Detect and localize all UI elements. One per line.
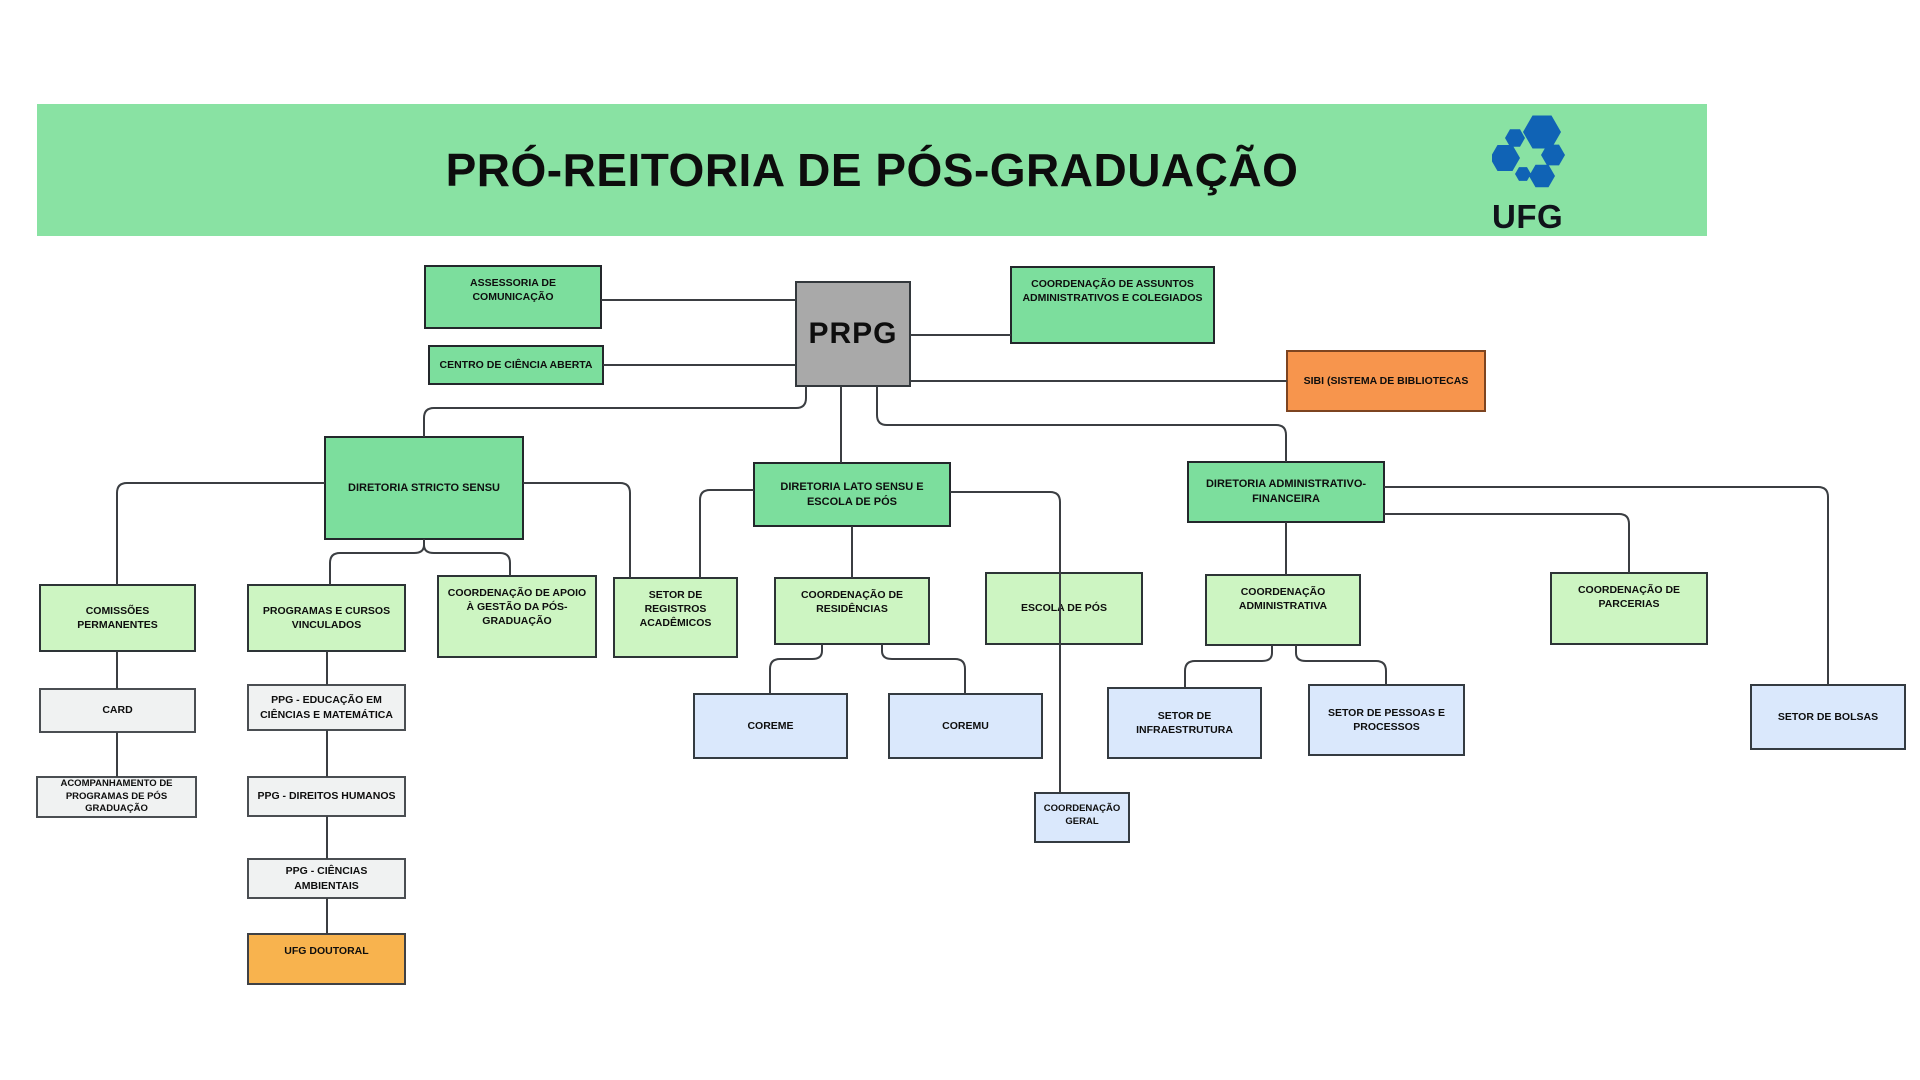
node-setor-de-infraestrutura: SETOR DE INFRAESTRUTURA	[1107, 687, 1262, 759]
node-label: DIRETORIA ADMINISTRATIVO-FINANCEIRA	[1205, 478, 1367, 505]
ufg-logo: UFG	[1492, 108, 1592, 238]
node-card: CARD	[39, 688, 196, 733]
node-setor-pessoas-e-processos: SETOR DE PESSOAS E PROCESSOS	[1308, 684, 1465, 756]
node-label: COORDENAÇÃO DE PARCERIAS	[1577, 584, 1681, 611]
node-label: SETOR DE BOLSAS	[1777, 710, 1879, 723]
connector	[699, 489, 754, 578]
node-coordenacao-de-parcerias: COORDENAÇÃO DE PARCERIAS	[1550, 572, 1708, 645]
node-label: ASSESSORIA DE COMUNICAÇÃO	[470, 277, 556, 304]
node-coordenacao-de-residencias: COORDENAÇÃO DE RESIDÊNCIAS	[774, 577, 930, 645]
hexagon-icon	[1529, 164, 1555, 188]
node-label: COORDENAÇÃO GERAL	[1043, 803, 1121, 827]
hexagon-icon	[1492, 145, 1520, 171]
node-label: PPG - CIÊNCIAS AMBIENTAIS	[285, 865, 368, 892]
ufg-logo-text: UFG	[1492, 198, 1564, 235]
hexagon-icon	[1541, 144, 1565, 166]
header-banner: PRÓ-REITORIA DE PÓS-GRADUAÇÃO	[37, 104, 1707, 236]
node-label: UFG DOUTORAL	[284, 945, 369, 957]
node-label: SETOR DE PESSOAS E PROCESSOS	[1327, 706, 1446, 733]
connector	[523, 482, 631, 578]
node-prpg: PRPG	[795, 281, 911, 387]
connector	[116, 482, 325, 585]
node-label: CENTRO DE CIÊNCIA ABERTA	[439, 358, 593, 371]
connector	[876, 386, 1287, 462]
connector	[1384, 513, 1630, 573]
node-label: COREMU	[942, 719, 989, 732]
node-escola-de-pos: ESCOLA DE PÓS	[985, 572, 1143, 645]
node-coordenacao-administrativa: COORDENAÇÃO ADMINISTRATIVA	[1205, 574, 1361, 646]
node-centro-de-ciencia-aberta: CENTRO DE CIÊNCIA ABERTA	[428, 345, 604, 385]
node-ppg-direitos-humanos: PPG - DIREITOS HUMANOS	[247, 776, 406, 817]
node-sibi-sistema-de-bibliotecas: SIBI (SISTEMA DE BIBLIOTECAS	[1286, 350, 1486, 412]
node-label: SIBI (SISTEMA DE BIBLIOTECAS	[1303, 374, 1469, 387]
connector	[1295, 645, 1387, 685]
node-setor-registros-academicos: SETOR DE REGISTROS ACADÊMICOS	[613, 577, 738, 658]
node-coremu: COREMU	[888, 693, 1043, 759]
hexagon-icon	[1523, 115, 1561, 149]
node-label: PRPG	[808, 316, 898, 350]
node-diretoria-lato-sensu-escola-de-pos: DIRETORIA LATO SENSU E ESCOLA DE PÓS	[753, 462, 951, 527]
ufg-hexagon-cluster-icon	[1492, 115, 1565, 188]
node-label: SETOR DE INFRAESTRUTURA	[1136, 709, 1233, 736]
node-ufg-doutoral: UFG DOUTORAL	[247, 933, 406, 985]
node-label: COORDENAÇÃO DE APOIO À GESTÃO DA PÓS-GRA…	[447, 587, 587, 628]
connector	[881, 644, 966, 694]
connector	[769, 644, 823, 694]
node-ppg-educacao-ciencias-matematica: PPG - EDUCAÇÃO EM CIÊNCIAS E MATEMÁTICA	[247, 684, 406, 731]
node-coordenacao-assuntos-administrativos: COORDENAÇÃO DE ASSUNTOS ADMINISTRATIVOS …	[1010, 266, 1215, 344]
node-label: ESCOLA DE PÓS	[1021, 602, 1107, 615]
node-assessoria-de-comunicacao: ASSESSORIA DE COMUNICAÇÃO	[424, 265, 602, 329]
node-label: PROGRAMAS E CURSOS VINCULADOS	[262, 604, 391, 631]
node-label: PPG - EDUCAÇÃO EM CIÊNCIAS E MATEMÁTICA	[260, 694, 393, 721]
connector	[329, 539, 425, 585]
node-ppg-ciencias-ambientais: PPG - CIÊNCIAS AMBIENTAIS	[247, 858, 406, 899]
connector	[1184, 645, 1273, 688]
node-coordenacao-apoio-gestao-pos: COORDENAÇÃO DE APOIO À GESTÃO DA PÓS-GRA…	[437, 575, 597, 658]
node-label: COORDENAÇÃO ADMINISTRATIVA	[1238, 586, 1328, 613]
node-label: COMISSÕES PERMANENTES	[77, 604, 158, 631]
node-label: COREME	[747, 719, 794, 732]
node-label: COORDENAÇÃO DE RESIDÊNCIAS	[800, 589, 904, 616]
connector	[423, 539, 511, 576]
hexagon-icon	[1515, 167, 1531, 181]
node-coreme: COREME	[693, 693, 848, 759]
node-label: PPG - DIREITOS HUMANOS	[257, 790, 396, 803]
page-title: PRÓ-REITORIA DE PÓS-GRADUAÇÃO	[445, 144, 1299, 196]
node-label: COORDENAÇÃO DE ASSUNTOS ADMINISTRATIVOS …	[1022, 278, 1203, 305]
node-label: CARD	[102, 704, 133, 717]
node-label: DIRETORIA STRICTO SENSU	[348, 481, 500, 494]
node-label: DIRETORIA LATO SENSU E ESCOLA DE PÓS	[780, 480, 924, 508]
hexagon-icon	[1505, 129, 1525, 147]
node-acompanhamento-programas-pos: ACOMPANHAMENTO DE PROGRAMAS DE PÓS GRADU…	[36, 776, 197, 818]
node-coordenacao-geral: COORDENAÇÃO GERAL	[1034, 792, 1130, 843]
node-programas-e-cursos-vinculados: PROGRAMAS E CURSOS VINCULADOS	[247, 584, 406, 652]
node-comissoes-permanentes: COMISSÕES PERMANENTES	[39, 584, 196, 652]
node-setor-de-bolsas: SETOR DE BOLSAS	[1750, 684, 1906, 750]
node-label: SETOR DE REGISTROS ACADÊMICOS	[639, 589, 712, 630]
node-label: ACOMPANHAMENTO DE PROGRAMAS DE PÓS GRADU…	[60, 777, 173, 815]
node-diretoria-administrativo-financeira: DIRETORIA ADMINISTRATIVO-FINANCEIRA	[1187, 461, 1385, 523]
node-diretoria-stricto-sensu: DIRETORIA STRICTO SENSU	[324, 436, 524, 540]
connector	[423, 386, 807, 437]
